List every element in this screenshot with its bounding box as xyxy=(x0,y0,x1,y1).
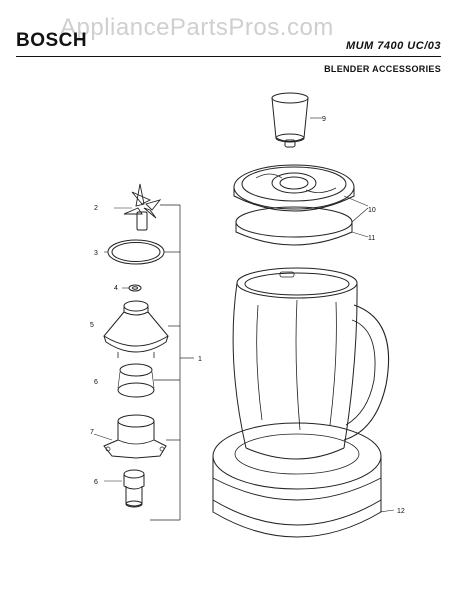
callout-2: 2 xyxy=(94,205,98,212)
part-seal xyxy=(117,363,155,398)
section-title: BLENDER ACCESSORIES xyxy=(324,64,441,74)
site-watermark: AppliancePartsPros.com xyxy=(60,14,334,41)
callout-6-upper: 6 xyxy=(94,379,98,386)
callout-1: 1 xyxy=(198,356,202,363)
callout-10: 10 xyxy=(368,207,376,214)
part-washer xyxy=(122,284,142,292)
callout-3: 3 xyxy=(94,250,98,257)
callout-4: 4 xyxy=(114,285,118,292)
part-lid xyxy=(233,164,355,212)
part-sealing-ring xyxy=(104,239,165,265)
callout-12: 12 xyxy=(397,508,405,515)
part-blender-jar xyxy=(232,267,390,460)
callout-11: 11 xyxy=(368,235,375,242)
part-measuring-cup xyxy=(271,92,322,148)
callout-7: 7 xyxy=(90,429,94,436)
part-blade xyxy=(114,183,162,231)
callout-5: 5 xyxy=(90,322,94,329)
brand-logo: BOSCH xyxy=(16,30,88,51)
model-number: MUM 7400 UC/03 xyxy=(345,40,441,52)
callout-6-lower: 6 xyxy=(94,479,98,486)
part-jar-base xyxy=(212,422,395,538)
part-coupling xyxy=(104,469,145,508)
part-coupling-housing xyxy=(93,414,167,459)
callout-9: 9 xyxy=(322,116,326,123)
assembly-bracket xyxy=(150,204,194,521)
part-blade-holder xyxy=(103,300,169,358)
part-lid-seal xyxy=(235,206,353,246)
header-rule xyxy=(16,56,441,57)
